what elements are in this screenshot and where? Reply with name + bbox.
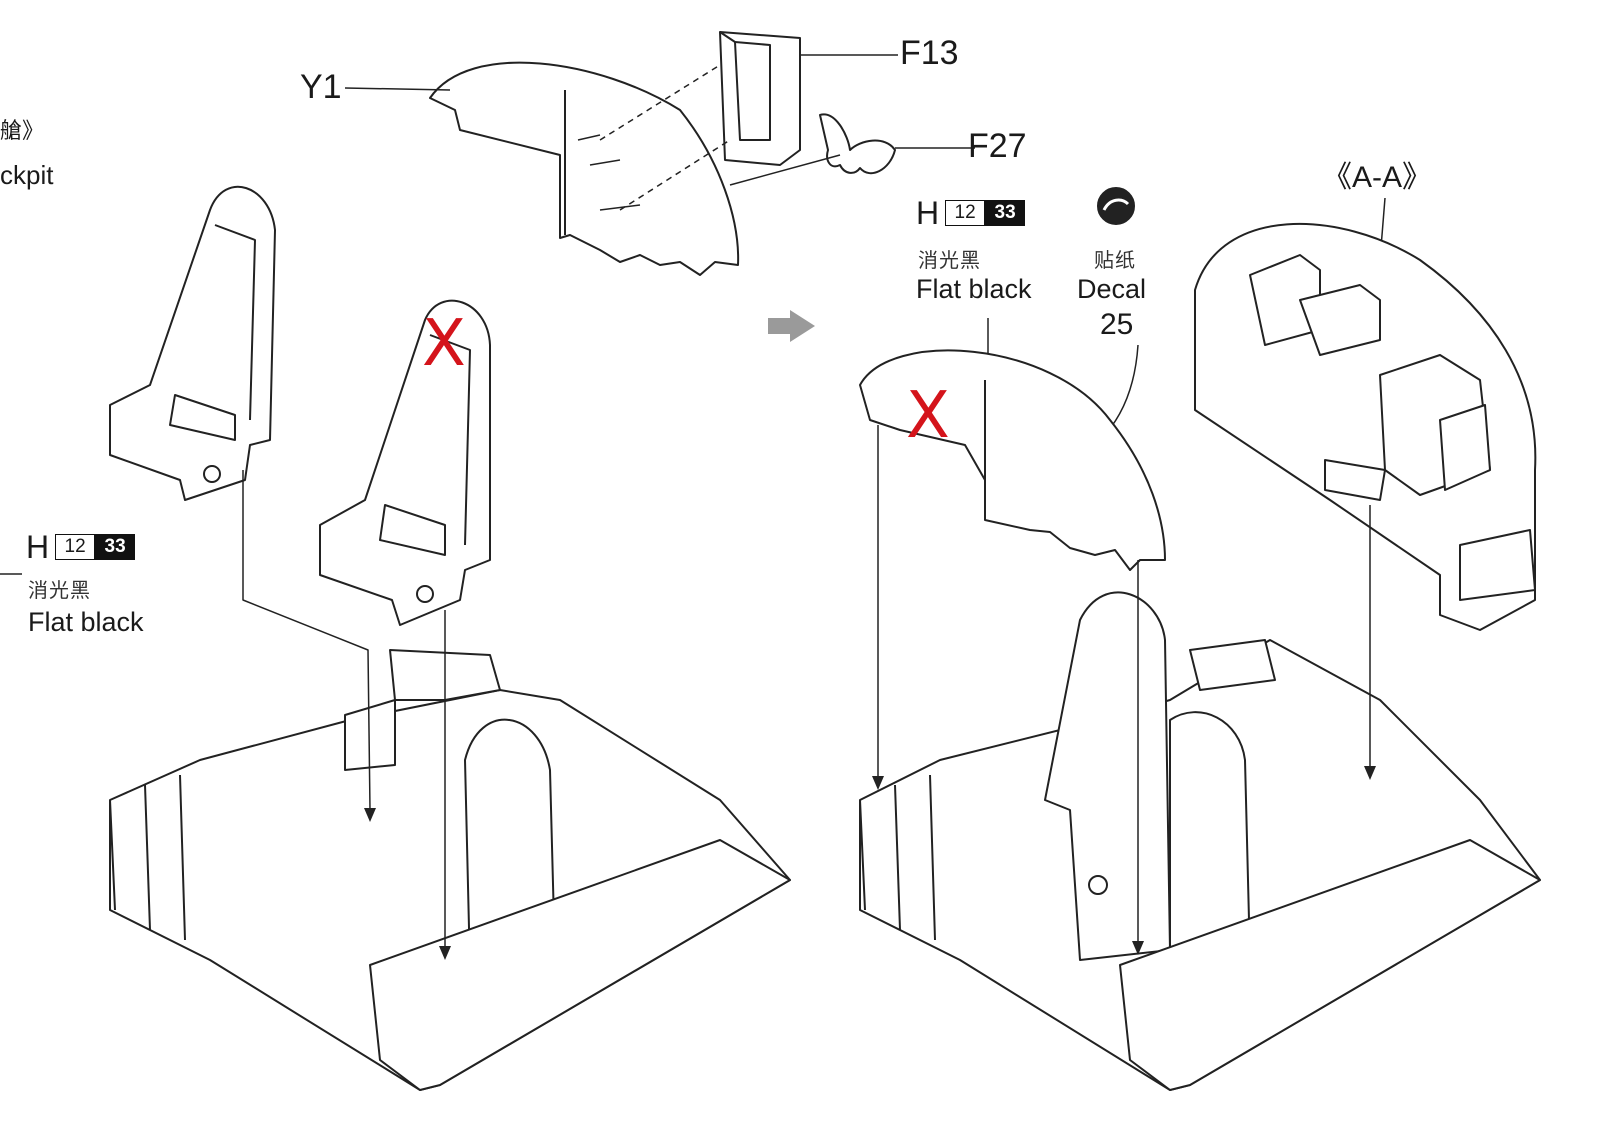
paint-prefix: H: [916, 194, 940, 231]
cross-mark-panel: X: [906, 379, 950, 453]
paint-name-en-right: Flat black: [916, 274, 1032, 304]
part-f13: [719, 31, 801, 166]
label-section-a-a: 《A-A》: [1322, 161, 1433, 194]
label-y1: Y1: [300, 68, 342, 106]
next-arrow: [768, 310, 815, 342]
seat-left-detached: [109, 185, 276, 501]
title-fragment-cn: 艙》: [0, 118, 45, 143]
paint-name-cn-left: 消光黑: [28, 580, 91, 602]
decal-number: 25: [1100, 308, 1134, 341]
cockpit-base-right: [859, 591, 1541, 1091]
title-fragment-en: ckpit: [0, 160, 54, 190]
paint-code-2: 33: [95, 534, 136, 560]
part-f27: [819, 113, 896, 175]
paint-code-1: 12: [55, 534, 96, 560]
panel-y1: [429, 61, 740, 276]
paint-prefix: H: [26, 528, 50, 565]
cockpit-base-left: [109, 649, 791, 1091]
panel-floating-right: [859, 349, 1166, 571]
cross-mark-seat: X: [422, 307, 466, 381]
paint-callout-right: H 12 33: [916, 194, 1026, 231]
seat-middle-detached: [319, 299, 491, 626]
decal-icon: [1097, 187, 1135, 225]
paint-code-2: 33: [985, 200, 1026, 226]
paint-name-cn-right: 消光黑: [918, 250, 981, 272]
decal-name-en: Decal: [1077, 274, 1147, 304]
detail-a-a: [1194, 222, 1537, 631]
label-f27: F27: [968, 127, 1027, 165]
paint-code-1: 12: [945, 200, 986, 226]
decal-name-cn: 贴纸: [1094, 250, 1136, 272]
paint-callout-left: H 12 33: [26, 528, 136, 565]
paint-name-en-left: Flat black: [28, 607, 144, 637]
label-f13: F13: [900, 34, 959, 72]
